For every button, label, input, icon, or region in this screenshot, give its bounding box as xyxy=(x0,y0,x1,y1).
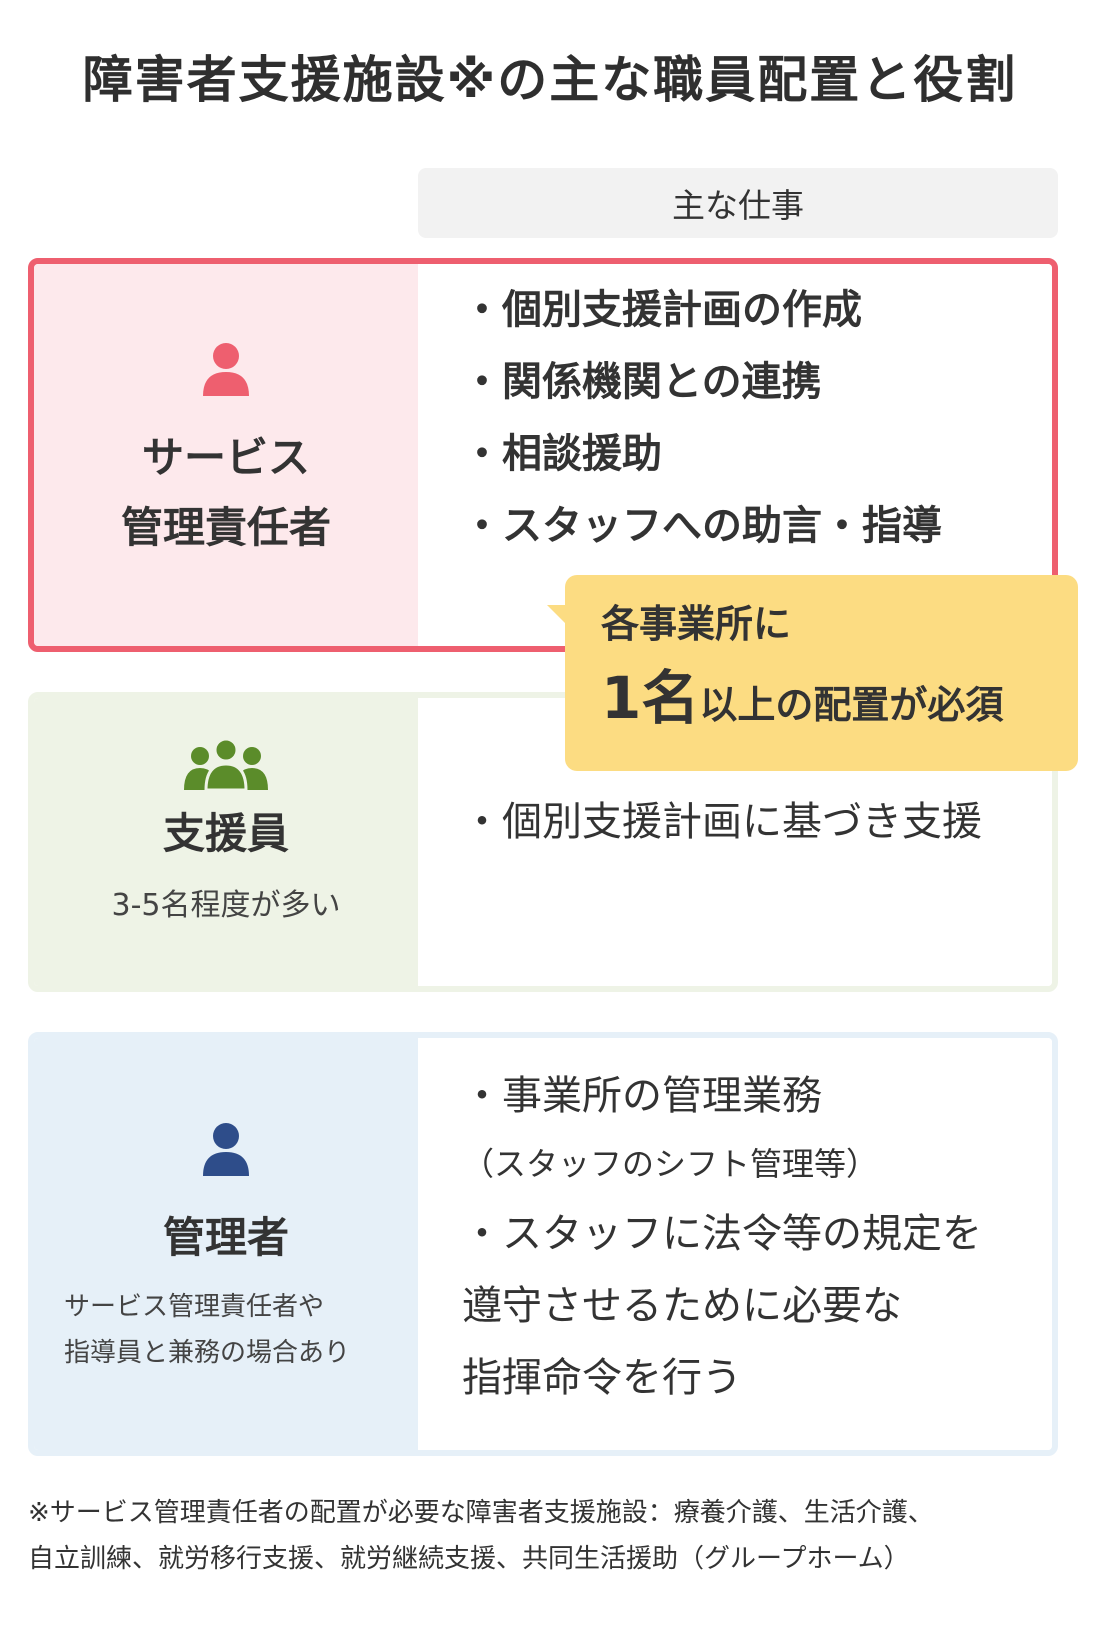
administrator-note-line2: 指導員と兼務の場合あり xyxy=(64,1338,351,1368)
footnote-line1: ※サービス管理責任者の配置が必要な障害者支援施設：療養介護、生活介護、 xyxy=(28,1498,934,1528)
duty-column-header: 主な仕事 xyxy=(418,168,1058,238)
callout-line1: 各事業所に xyxy=(601,602,792,646)
staffing-requirement-callout: 各事業所に 1名以上の配置が必須 xyxy=(547,575,1078,771)
administrator-name: 管理者 xyxy=(162,1213,289,1262)
duty-item-note: （スタッフのシフト管理等） xyxy=(462,1145,879,1183)
duty-item: ・スタッフに法令等の規定を xyxy=(462,1211,982,1257)
service-manager-name-line2: 管理責任者 xyxy=(120,503,331,552)
administrator-note-line1: サービス管理責任者や xyxy=(64,1292,325,1322)
duty-item: ・スタッフへの助言・指導 xyxy=(462,503,942,549)
support-staff-role-panel: 支援員 3-5名程度が多い xyxy=(34,698,418,986)
administrator-role-panel: 管理者 サービス管理責任者や 指導員と兼務の場合あり xyxy=(34,1038,418,1450)
duty-item: ・個別支援計画に基づき支援 xyxy=(462,799,982,845)
callout-line2: 1名以上の配置が必須 xyxy=(601,653,1042,750)
duty-item: ・相談援助 xyxy=(462,431,662,477)
duty-item-continued: 遵守させるために必要な xyxy=(462,1283,902,1329)
person-icon xyxy=(203,1123,249,1176)
callout-line2-rest: 以上の配置が必須 xyxy=(699,683,1004,727)
callout-count: 1名 xyxy=(601,664,700,732)
administrator-duties: ・事業所の管理業務 （スタッフのシフト管理等） ・スタッフに法令等の規定を 遵守… xyxy=(418,1038,1052,1450)
page-title: 障害者支援施設※の主な職員配置と役割 xyxy=(82,51,1018,109)
support-staff-count-note: 3-5名程度が多い xyxy=(111,888,341,923)
footnote-line2: 自立訓練、就労移行支援、就労継続支援、共同生活援助（グループホーム） xyxy=(28,1544,910,1574)
duty-item: ・事業所の管理業務 xyxy=(462,1073,822,1119)
group-icon xyxy=(184,738,268,790)
duty-item-continued: 指揮命令を行う xyxy=(462,1355,742,1401)
duty-item: ・個別支援計画の作成 xyxy=(462,287,862,333)
duty-item: ・関係機関との連携 xyxy=(462,359,822,405)
administrator-card: 管理者 サービス管理責任者や 指導員と兼務の場合あり ・事業所の管理業務 （スタ… xyxy=(28,1032,1058,1456)
person-icon xyxy=(203,343,249,396)
support-staff-name: 支援員 xyxy=(162,809,289,858)
footnote: ※サービス管理責任者の配置が必要な障害者支援施設：療養介護、生活介護、 自立訓練… xyxy=(28,1490,1078,1582)
service-manager-role-panel: サービス 管理責任者 xyxy=(34,264,418,646)
service-manager-name-line1: サービス xyxy=(141,433,310,482)
